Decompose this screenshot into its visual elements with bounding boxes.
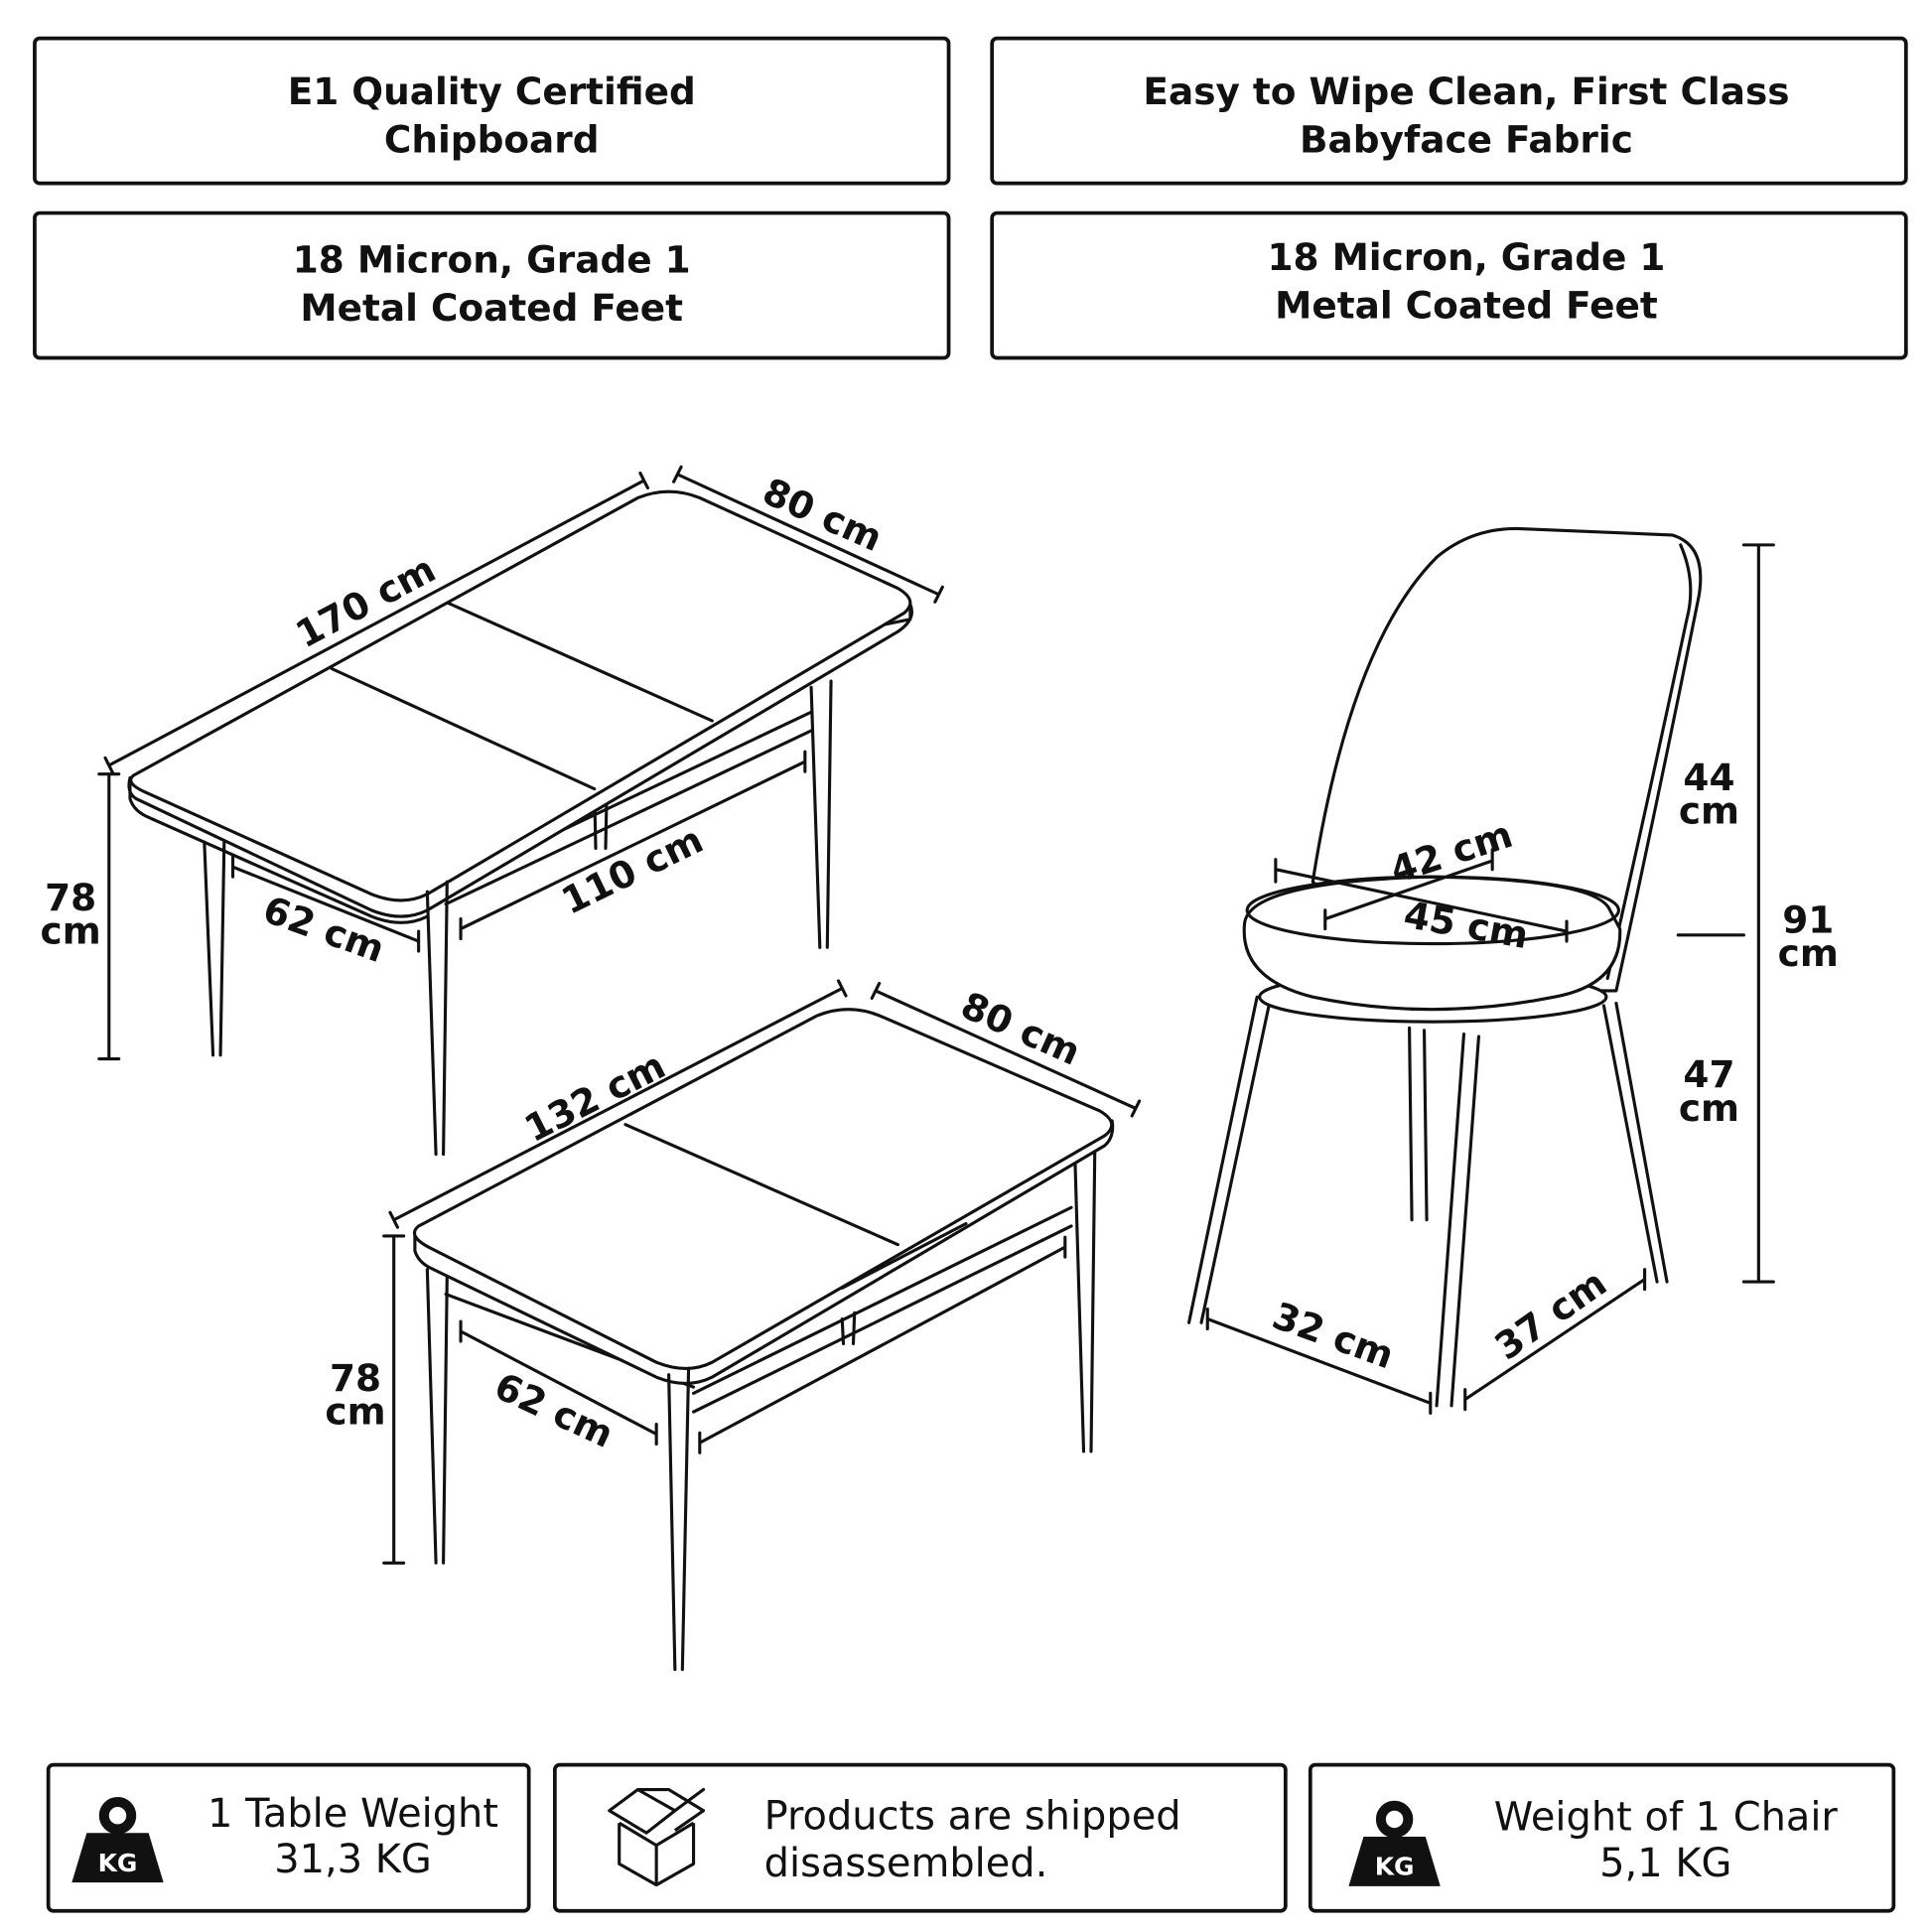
dimension-label: cm (1679, 1086, 1739, 1130)
kg-weight-icon: KG (1348, 1800, 1441, 1886)
dimension-label: 37 cm (1486, 1261, 1614, 1368)
footer-text: 31,3 KG (274, 1837, 432, 1882)
footer-text: 5,1 KG (1599, 1841, 1731, 1886)
footer-text: 1 Table Weight (207, 1791, 498, 1837)
chair-drawing (1186, 526, 1703, 1408)
footer-box-table-weight: KG 1 Table Weight 31,3 KG (46, 1762, 531, 1913)
feature-text: Metal Coated Feet (300, 286, 683, 330)
dimension-label: cm (1679, 789, 1739, 833)
extended-table-drawing (127, 489, 913, 1157)
dimension-label: cm (1778, 931, 1839, 975)
dimension-label: 62 cm (488, 1364, 621, 1456)
box-icon (608, 1787, 706, 1887)
feature-text: 18 Micron, Grade 1 (1268, 235, 1666, 279)
dimension-label: cm (325, 1390, 385, 1434)
feature-text: Easy to Wipe Clean, First Class (1143, 69, 1789, 113)
feature-box-chipboard: E1 Quality Certified Chipboard (33, 36, 951, 186)
feature-text: Metal Coated Feet (1275, 284, 1658, 328)
kg-label: KG (1375, 1853, 1415, 1881)
footer-text: Weight of 1 Chair (1494, 1795, 1839, 1841)
feature-text: Babyface Fabric (1300, 117, 1633, 161)
footer-box-chair-weight: KG Weight of 1 Chair 5,1 KG (1308, 1762, 1896, 1913)
kg-weight-icon: KG (71, 1797, 164, 1883)
dimension-label: 32 cm (1267, 1294, 1400, 1378)
dimension-label: 91 (1782, 897, 1834, 941)
feature-text: Chipboard (384, 117, 600, 161)
kg-label: KG (98, 1849, 138, 1877)
feature-text: E1 Quality Certified (288, 69, 696, 113)
feature-box-feet-chair: 18 Micron, Grade 1 Metal Coated Feet (990, 210, 1908, 360)
feature-text: 18 Micron, Grade 1 (293, 237, 691, 281)
dimension-label: 44 (1683, 756, 1734, 799)
dimension-label: 47 (1683, 1052, 1734, 1096)
feature-box-feet-table: 18 Micron, Grade 1 Metal Coated Feet (33, 210, 951, 360)
feature-box-fabric: Easy to Wipe Clean, First Class Babyface… (990, 36, 1908, 186)
footer-box-shipping: Products are shipped disassembled. (552, 1762, 1288, 1913)
dimension-label: cm (41, 909, 101, 953)
dimension-label: 110 cm (555, 817, 710, 922)
dimension-label: 78 (45, 876, 96, 919)
dimension-label: 78 (330, 1356, 381, 1400)
footer-text: Products are shipped (764, 1793, 1181, 1839)
footer-text: disassembled. (764, 1841, 1048, 1886)
compact-table-drawing (412, 1008, 1115, 1672)
